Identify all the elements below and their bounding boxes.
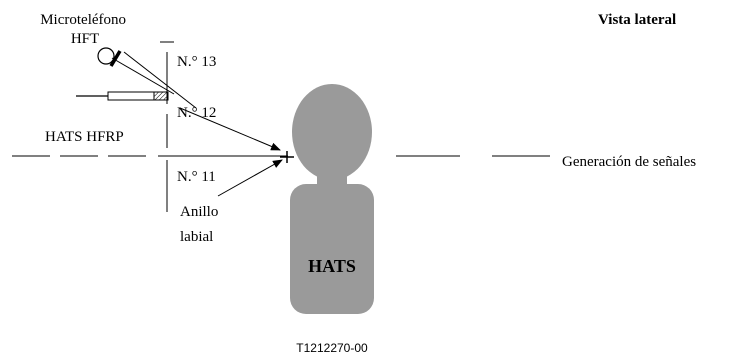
figure-code: T1212270-00: [296, 341, 368, 355]
point-12-label: N.° 12: [177, 105, 216, 121]
mannequin-head: [292, 84, 372, 180]
n12-to-mouth: [179, 107, 281, 151]
lip-ring-marker: [280, 151, 294, 163]
point-13-label: N.° 13: [177, 54, 216, 70]
hfrp-label: HATS HFRP: [45, 129, 124, 145]
handset-to-lip: [123, 51, 197, 109]
handset-icon: [97, 47, 122, 67]
signal-generation-label: Generación de señales: [562, 154, 696, 170]
hats-mannequin: [290, 84, 374, 314]
connector-lines: [111, 51, 283, 197]
microphone-icon: [76, 91, 169, 101]
mannequin-torso: [290, 184, 374, 314]
point-11-label: N.° 11: [177, 169, 216, 185]
handset-to-n13: [111, 57, 175, 95]
mannequin-label: HATS: [308, 256, 356, 276]
lip-ring-label: Anillo labial: [180, 204, 222, 245]
vertical-reference: [160, 41, 174, 212]
view-title: Vista lateral: [598, 12, 676, 28]
handset-label: Microteléfono HFT: [40, 12, 130, 47]
lip-ring-arrow: [217, 159, 283, 197]
